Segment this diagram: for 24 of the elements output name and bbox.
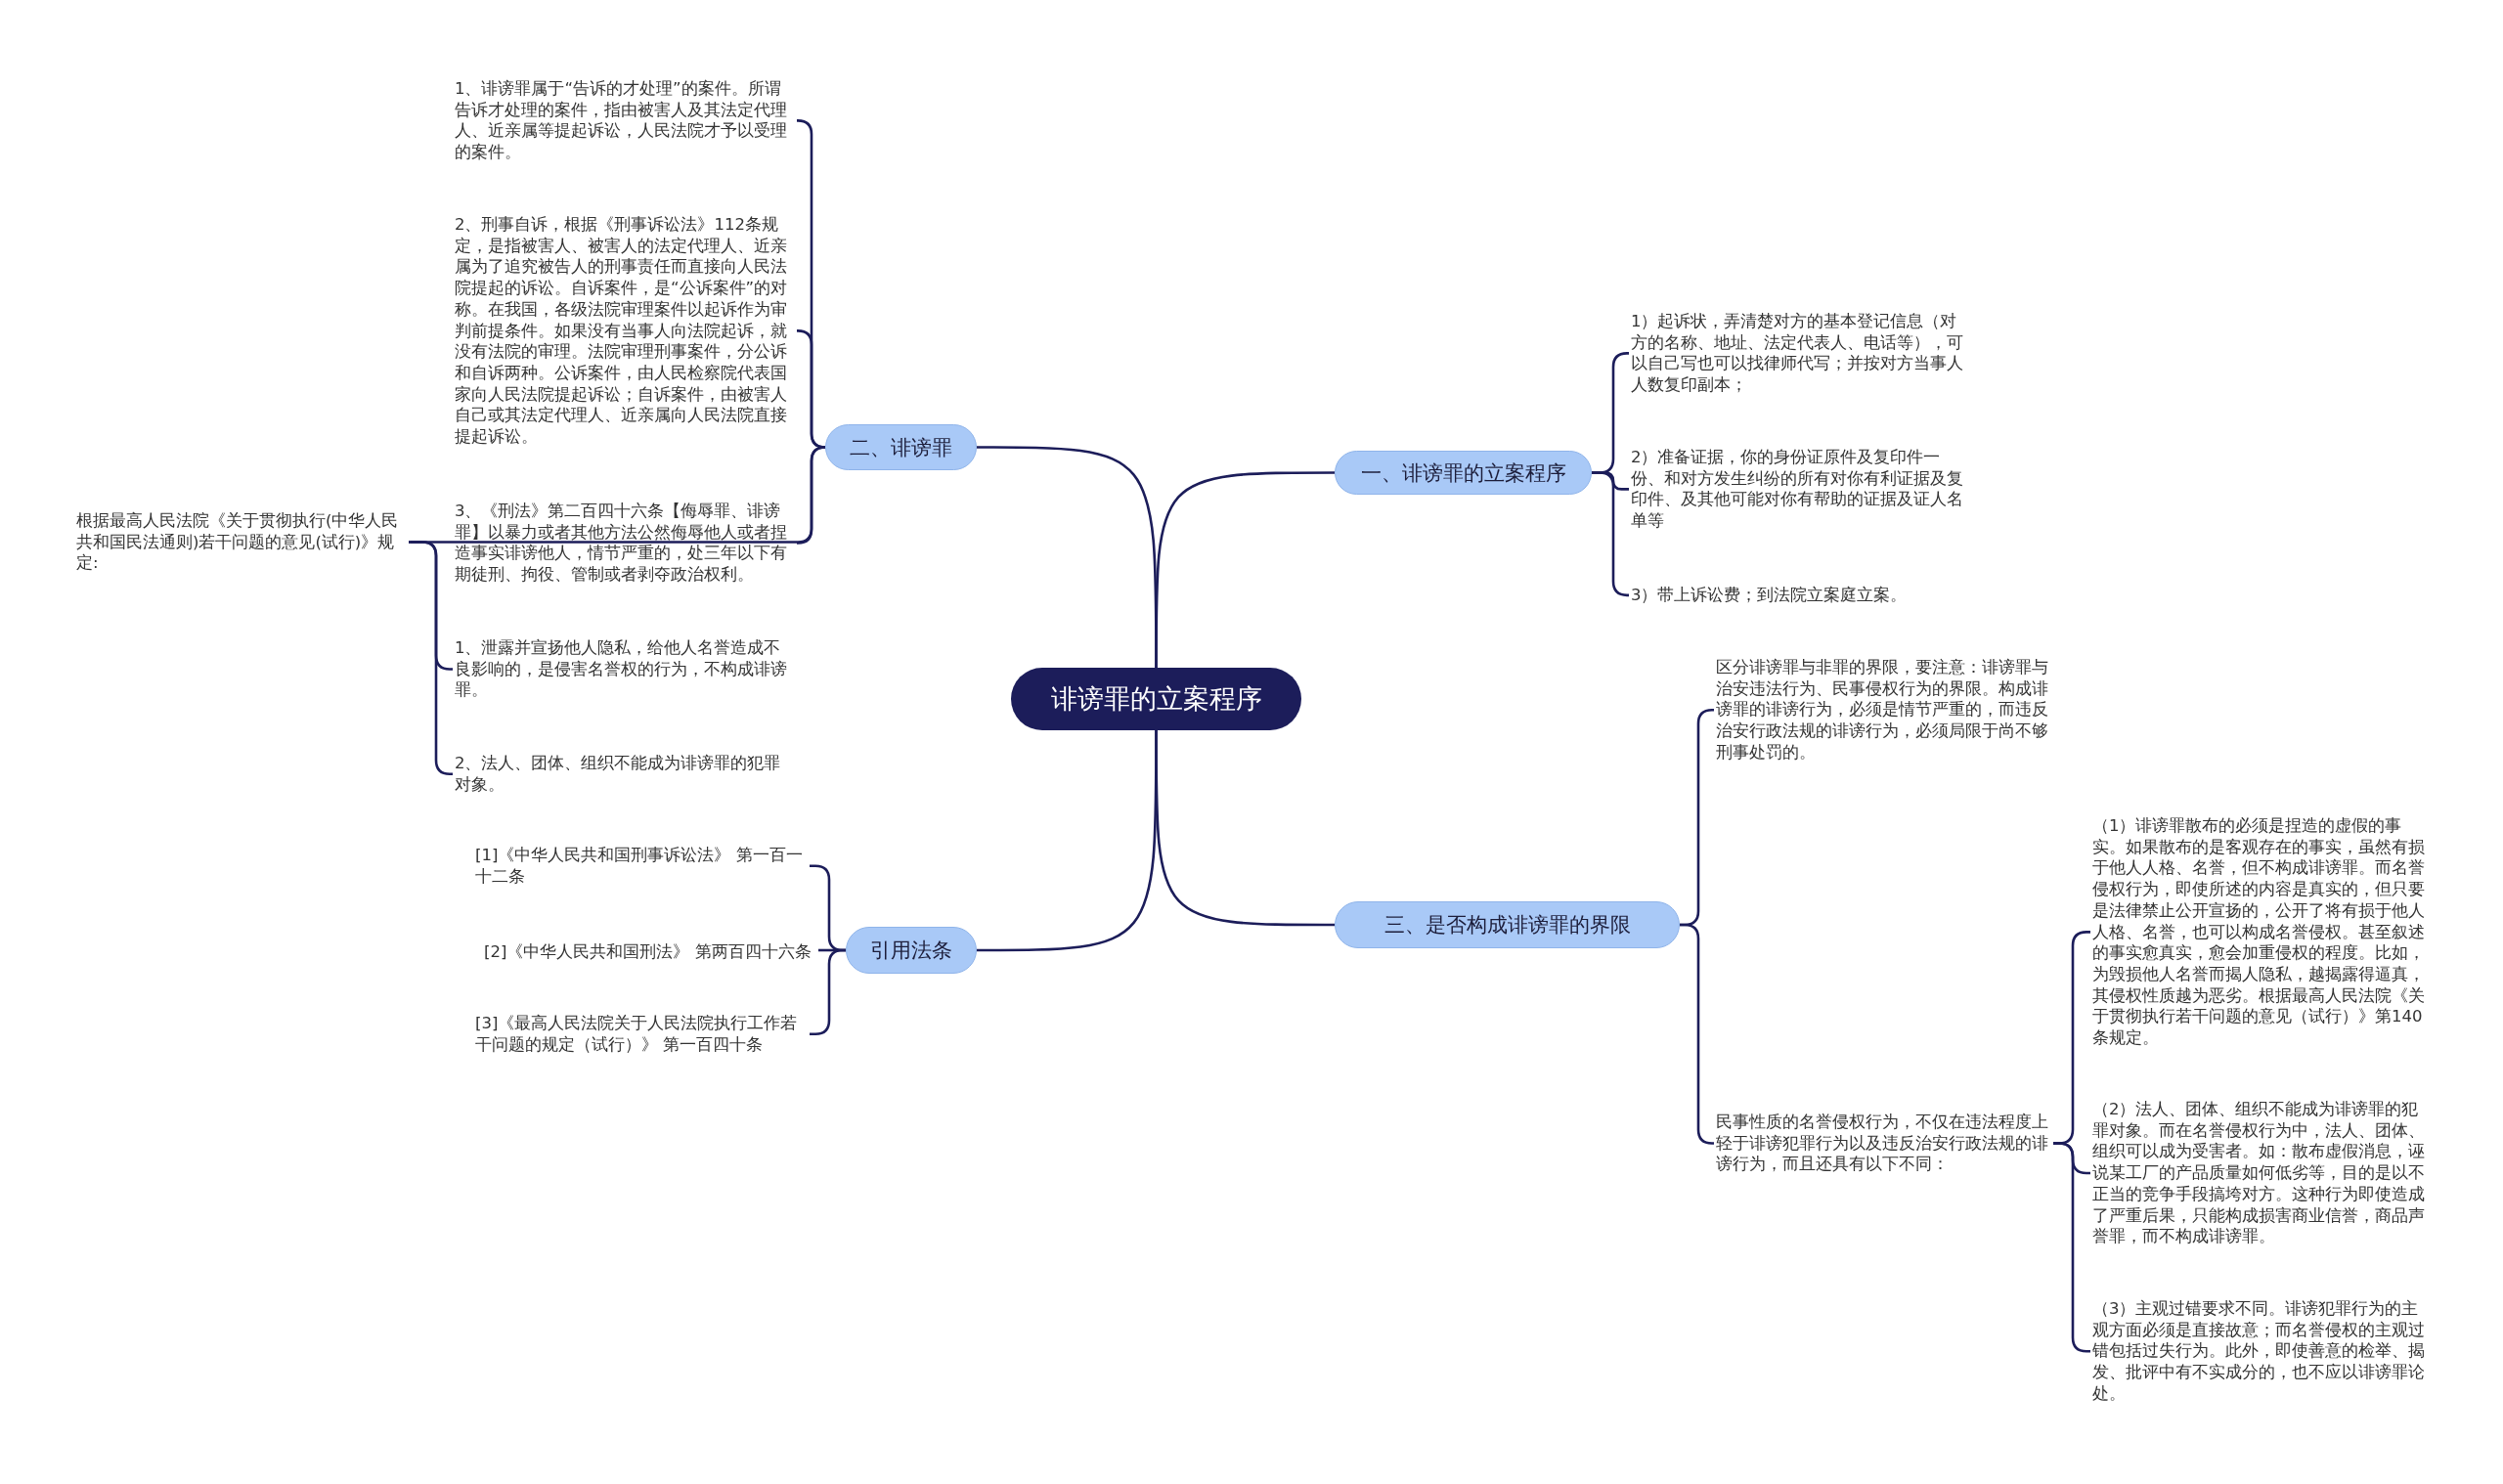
note-text: （2）法人、团体、组织不能成为诽谤罪的犯罪对象。而在名誉侵权行为中，法人、团体、组织可以成为受害者。如：散布虚假消息，诬说某工厂的产品质量如何低劣等，目的是以不正当的竞争手段搞垮对方。这种行为即使造成了严重后果，只能构成损害商业信誉，商品声誉罪，而不构成诽谤罪。 [2092, 1099, 2433, 1247]
connector-line [977, 730, 1158, 952]
note-text: [3]《最高人民法院关于人民法院执行工作若干问题的规定（试行）》 第一百四十条 [475, 1013, 808, 1056]
note-text: 1）起诉状，弄清楚对方的基本登记信息（对方的名称、地址、法定代表人、电话等），可以自己写也可以找律师代写；并按对方当事人人数复印副本； [1631, 311, 1968, 396]
topic-box: 二、诽谤罪 [825, 424, 977, 470]
note-text: 2）准备证据，你的身份证原件及复印件一份、和对方发生纠纷的所有对你有利证据及复印件、及其他可能对你有帮助的证据及证人名单等 [1631, 447, 1968, 532]
note-text: 2、法人、团体、组织不能成为诽谤罪的犯罪对象。 [455, 753, 795, 796]
note-text: 根据最高人民法院《关于贯彻执行(中华人民共和国民法通则)若干问题的意见(试行)》规定: [76, 510, 409, 575]
note-text: 民事性质的名誉侵权行为，不仅在违法程度上轻于诽谤犯罪行为以及违反治安行政法规的诽谤行为，而且还具有以下不同： [1716, 1112, 2053, 1176]
note-text: 区分诽谤罪与非罪的界限，要注意：诽谤罪与治安违法行为、民事侵权行为的界限。构成诽谤罪的诽谤行为，必须是情节严重的，而违反治安行政法规的诽谤行为，必须局限于尚不够刑事处罚的。 [1716, 657, 2053, 764]
connector-line [977, 446, 1158, 668]
note-text: 1、泄露并宣扬他人隐私，给他人名誉造成不良影响的，是侵害名誉权的行为，不构成诽谤罪。 [455, 637, 795, 702]
note-text: 3）带上诉讼费；到法院立案庭立案。 [1631, 585, 1968, 606]
note-text: [1]《中华人民共和国刑事诉讼法》 第一百一十二条 [475, 845, 808, 888]
note-text: [2]《中华人民共和国刑法》 第两百四十六条 [484, 941, 816, 963]
topic-box: 一、诽谤罪的立案程序 [1335, 451, 1592, 495]
topic-box: 三、是否构成诽谤罪的界限 [1335, 901, 1680, 948]
note-text: （3）主观过错要求不同。诽谤犯罪行为的主观方面必须是直接故意；而名誉侵权的主观过错包括过失行为。此外，即使善意的检举、揭发、批评中有不实成分的，也不应以诽谤罪论处。 [2092, 1298, 2433, 1405]
note-text: （1）诽谤罪散布的必须是捏造的虚假的事实。如果散布的是客观存在的事实，虽然有损于他人人格、名誉，但不构成诽谤罪。而名誉侵权行为，即使所述的内容是真实的，但只要是法律禁止公开宣扬的，公开了将有损于他人人格、名誉，也可以构成名誉侵权。甚至叙述的事实愈真实，愈会加重侵权的程度。比如，为毁损他人名誉而揭人隐私，越揭露得逼真，其侵权性质越为恶劣。根据最高人民法院《关于贯彻执行若干问题的意见（试行）》第140条规定。 [2092, 815, 2433, 1049]
topic-box: 引用法条 [846, 927, 977, 974]
note-text: 1、诽谤罪属于“告诉的才处理”的案件。所谓告诉才处理的案件，指由被害人及其法定代理人、近亲属等提起诉讼，人民法院才予以受理的案件。 [455, 78, 795, 163]
central-topic-box: 诽谤罪的立案程序 [1011, 668, 1301, 730]
note-text: 2、刑事自诉，根据《刑事诉讼法》112条规定，是指被害人、被害人的法定代理人、近亲属为了追究被告人的刑事责任而直接向人民法院提起的诉讼。自诉案件，是“公诉案件”的对称。在我国，各级法院审理案件以起诉作为审判前提条件。如果没有当事人向法院起诉，就没有法院的审理。法院审理刑事案件，分公诉和自诉两种。公诉案件，由人民检察院代表国家向人民法院提起诉讼；自诉案件，由被害人自己或其法定代理人、近亲属向人民法院直接提起诉讼。 [455, 214, 795, 448]
note-text: 3、《刑法》第二百四十六条【侮辱罪、诽谤罪】以暴力或者其他方法公然侮辱他人或者捏造事实诽谤他人，情节严重的，处三年以下有期徒刑、拘役、管制或者剥夺政治权利。 [455, 501, 795, 586]
